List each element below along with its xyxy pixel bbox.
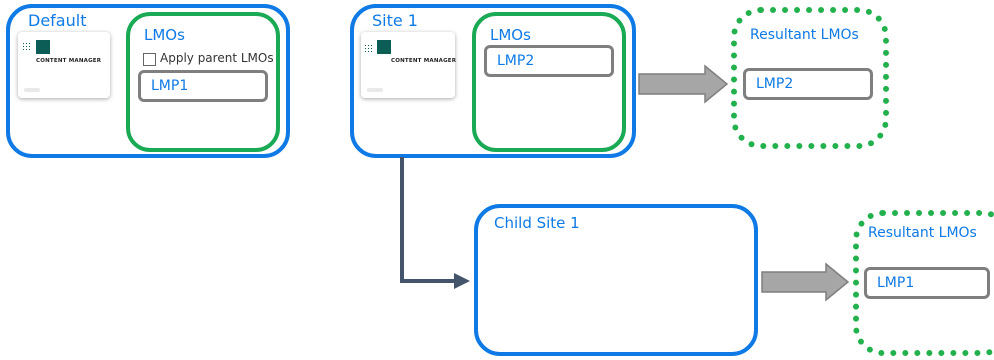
default-site-title: Default xyxy=(28,11,87,30)
default-lmp-item: LMP1 xyxy=(138,70,268,102)
site1-lmp-item: LMP2 xyxy=(484,45,614,77)
arrow-right-icon xyxy=(761,262,850,302)
logo-icon xyxy=(377,40,391,54)
logo-icon xyxy=(36,40,50,54)
site1-lmos-title: LMOs xyxy=(490,26,531,44)
logo-text: CONTENT MANAGER xyxy=(36,58,102,64)
logo-bar xyxy=(367,88,383,92)
child-site-title: Child Site 1 xyxy=(494,214,580,232)
resultant-lmos-title-2: Resultant LMOs xyxy=(868,225,977,241)
connector-arrow xyxy=(400,157,470,289)
site1-box xyxy=(350,4,636,158)
logo-dots-icon xyxy=(22,42,32,52)
resultant-lmos-box-2 xyxy=(853,210,994,356)
default-lmos-box xyxy=(126,12,280,152)
site1-title: Site 1 xyxy=(372,11,418,30)
resultant-lmos-box-1 xyxy=(731,7,889,149)
child-site-box xyxy=(474,204,758,356)
default-site-logo: CONTENT MANAGER xyxy=(18,32,110,98)
site1-lmos-box xyxy=(472,12,626,152)
arrow-right-icon xyxy=(638,64,729,104)
resultant-lmos-title-1: Resultant LMOs xyxy=(750,27,859,43)
logo-bar xyxy=(24,88,40,92)
apply-parent-checkbox[interactable] xyxy=(143,53,156,66)
site1-logo: CONTENT MANAGER xyxy=(361,32,457,98)
apply-parent-label: Apply parent LMOs xyxy=(160,51,274,65)
logo-dots-icon xyxy=(364,44,374,54)
default-lmos-title: LMOs xyxy=(144,26,185,44)
logo-text: CONTENT MANAGER xyxy=(391,58,457,64)
resultant-lmp-item-2: LMP1 xyxy=(864,267,990,299)
default-site-box xyxy=(6,4,290,158)
resultant-lmp-item-1: LMP2 xyxy=(743,68,873,100)
